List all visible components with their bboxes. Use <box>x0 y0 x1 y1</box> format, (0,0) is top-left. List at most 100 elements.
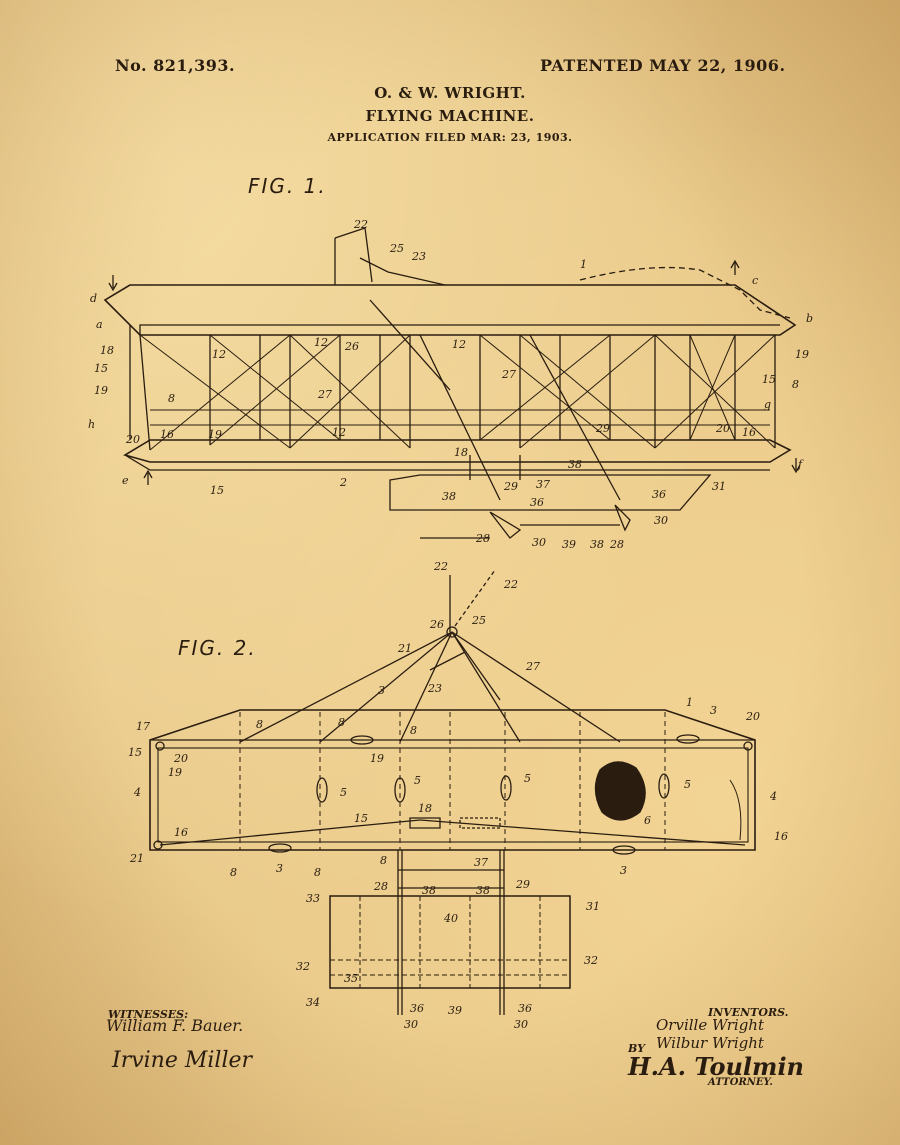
fig1-label-30a: 30 <box>654 514 668 527</box>
fig1-label-19c: 19 <box>208 428 222 441</box>
fig1-label-12a: 12 <box>212 348 226 361</box>
fig1-label-2: 2 <box>339 476 347 489</box>
fig2-label-34: 34 <box>306 996 320 1009</box>
fig2-label-3c: 3 <box>276 862 283 875</box>
fig2-label-6: 6 <box>644 814 651 827</box>
fig2-label-27: 27 <box>525 660 540 673</box>
patent-date: PATENTED MAY 22, 1906. <box>540 56 786 75</box>
fig2-label-4b: 4 <box>769 790 777 803</box>
fig2-label-32a: 32 <box>296 960 310 973</box>
fig1-label-28b: 28 <box>609 538 624 551</box>
fig2-label-19: 19 <box>168 766 182 779</box>
fig2-reference-numerals: 22 22 26 25 21 27 23 1 3 3 20 17 15 20 1… <box>128 560 788 1031</box>
fig2-label-1: 1 <box>686 696 693 709</box>
fig1-label-38b: 38 <box>442 490 456 503</box>
fig1-label: FIG. 1. <box>248 174 327 198</box>
witnesses-label: WITNESSES: <box>108 1008 189 1021</box>
fig1-label-39: 39 <box>562 538 576 551</box>
fig1-label-19a: 19 <box>94 384 108 397</box>
inventors-label: INVENTORS. <box>708 1006 789 1019</box>
fig2-openings <box>268 734 742 855</box>
fig1-label-37: 37 <box>536 478 550 491</box>
fig2-label-4a: 4 <box>133 786 141 799</box>
fig1-label-c: c <box>752 274 758 287</box>
fig1-reference-numerals: 22 25 23 1 c d a b 18 15 19 8 12 26 27 2… <box>88 218 813 551</box>
fig2-corner-fittings <box>153 741 753 850</box>
fig1-label-f: f <box>797 458 804 471</box>
inventor-2-signature: Wilbur Wright <box>656 1034 764 1052</box>
fig2-label-37: 37 <box>474 856 488 869</box>
fig1-label-30b: 30 <box>532 536 546 549</box>
fig2-label-3a: 3 <box>378 684 385 697</box>
inventor-1-signature: Orville Wright <box>656 1016 764 1034</box>
fig2-mast <box>239 569 621 743</box>
fig1-label-22: 22 <box>353 218 368 231</box>
fig1-rudder-plane <box>389 455 712 539</box>
fig2-label-29: 29 <box>515 878 530 891</box>
fig2-label-36b: 36 <box>518 1002 532 1015</box>
fig1-label-12c: 12 <box>452 338 466 351</box>
fig1-lower-wing <box>122 439 792 471</box>
fig2-label-22a: 22 <box>433 560 448 573</box>
patent-number: No. 821,393. <box>115 56 236 75</box>
fig2-label-25: 25 <box>471 614 486 627</box>
invention-title: FLYING MACHINE. <box>365 107 535 125</box>
fig2-label-31: 31 <box>586 900 600 913</box>
fig1-label-16a: 16 <box>160 428 174 441</box>
fig2-label-39: 39 <box>448 1004 462 1017</box>
fig2-label-8d: 8 <box>230 866 237 879</box>
fig1-label-g: g <box>764 398 771 411</box>
fig2-label-8b: 8 <box>338 716 345 729</box>
fig1-label-29b: 29 <box>503 480 518 493</box>
fig2-label-17: 17 <box>136 720 150 733</box>
witness-2-signature: Irvine Miller <box>112 1048 253 1073</box>
fig1-label-12b: 12 <box>314 336 328 349</box>
fig2-label-38a: 38 <box>422 884 436 897</box>
fig1-label-15c: 15 <box>210 484 224 497</box>
fig1-label-27b: 27 <box>501 368 516 381</box>
fig1-label-38c: 38 <box>590 538 604 551</box>
fig1-label-8a: 8 <box>168 392 175 405</box>
fig2-label-23: 23 <box>427 682 442 695</box>
fig1-label-31: 31 <box>712 480 726 493</box>
fig1-label-8b: 8 <box>792 378 799 391</box>
fig1-label-16b: 16 <box>742 426 756 439</box>
fig2-label-35: 35 <box>344 972 358 985</box>
by-label: BY <box>628 1042 645 1055</box>
fig1-label-h: h <box>88 418 95 431</box>
fig2-label-8c: 8 <box>410 724 417 737</box>
witness-1-signature: William F. Bauer. <box>106 1016 244 1035</box>
fig2-label-5b: 5 <box>414 774 421 787</box>
fig2-label-3b: 3 <box>710 704 717 717</box>
attorney-label: ATTORNEY. <box>708 1077 773 1088</box>
inventors-title: O. & W. WRIGHT. <box>374 84 526 102</box>
fig2-label-30a: 30 <box>404 1018 418 1031</box>
fig1-label-20b: 20 <box>715 422 730 435</box>
fig2-label-8f: 8 <box>380 854 387 867</box>
fig1-label-38a: 38 <box>568 458 582 471</box>
fig2-label-22b: 22 <box>503 578 518 591</box>
fig1-label-27a: 27 <box>317 388 332 401</box>
fig2-label-15b: 15 <box>354 812 368 825</box>
fig1-label-15b: 15 <box>762 373 776 386</box>
fig2-label-15a: 15 <box>128 746 142 759</box>
fig2-label-16a: 16 <box>174 826 188 839</box>
fig2-label-18: 18 <box>418 802 432 815</box>
fig2-ribs <box>150 712 755 851</box>
fig1-label-20a: 20 <box>125 433 140 446</box>
fig2-label-21a: 21 <box>397 642 412 655</box>
fig2-label-28: 28 <box>373 880 388 893</box>
fig2-label: FIG. 2. <box>178 636 257 660</box>
fig1-label-b: b <box>806 312 813 325</box>
fig1-arrows <box>108 259 801 485</box>
fig2-wing <box>149 709 756 851</box>
fig1-label-18a: 18 <box>100 344 114 357</box>
fig1-label-36b: 36 <box>652 488 666 501</box>
fig1-label-36a: 36 <box>530 496 544 509</box>
fig1-label-a: a <box>96 318 103 331</box>
fig1-label-12d: 12 <box>332 426 346 439</box>
fig1-label-18b: 18 <box>454 446 468 459</box>
